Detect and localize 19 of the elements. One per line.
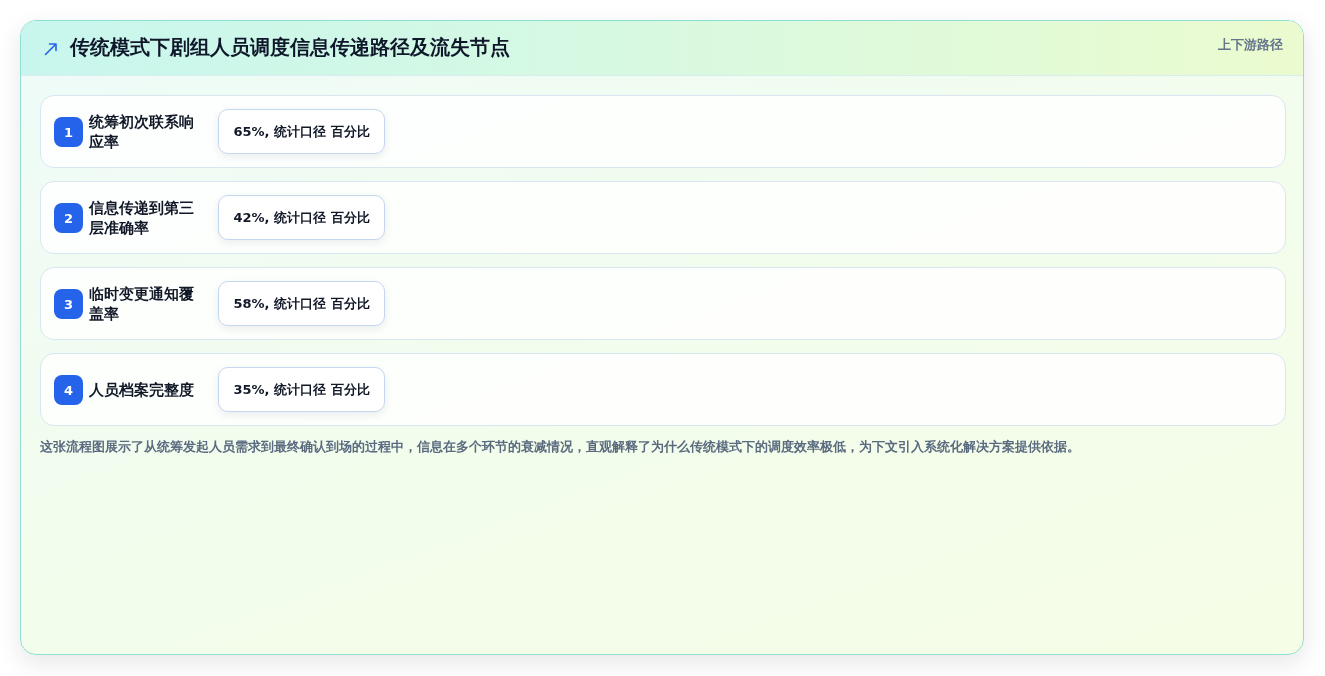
section-label: 上下游路径 xyxy=(1218,36,1283,54)
value-pill: 65%, 统计口径 百分比 xyxy=(218,109,385,154)
value-pill: 58%, 统计口径 百分比 xyxy=(218,281,385,326)
metric-row-card xyxy=(40,181,1286,254)
diagram-title: 传统模式下剧组人员调度信息传递路径及流失节点 xyxy=(70,35,510,61)
metric-row-card xyxy=(40,267,1286,340)
caption-text: 这张流程图展示了从统筹发起人员需求到最终确认到场的过程中，信息在多个环节的衰减情况，直观解释了为什么传统模式下的调度效率极低，为下文引入系统化解决方案提供依据。 xyxy=(40,438,1081,456)
step-number-badge: 1 xyxy=(54,117,83,147)
value-pill: 35%, 统计口径 百分比 xyxy=(218,367,385,412)
metric-row-card xyxy=(40,95,1286,168)
value-pill: 42%, 统计口径 百分比 xyxy=(218,195,385,240)
metric-label: 统筹初次联系响应率 xyxy=(89,112,195,152)
step-number-badge: 3 xyxy=(54,289,83,319)
metric-label: 人员档案完整度 xyxy=(89,380,195,400)
metric-label: 信息传递到第三层准确率 xyxy=(89,198,195,238)
metric-row-card xyxy=(40,353,1286,426)
metric-label: 临时变更通知覆盖率 xyxy=(89,284,195,324)
step-number-badge: 4 xyxy=(54,375,83,405)
step-number-badge: 2 xyxy=(54,203,83,233)
